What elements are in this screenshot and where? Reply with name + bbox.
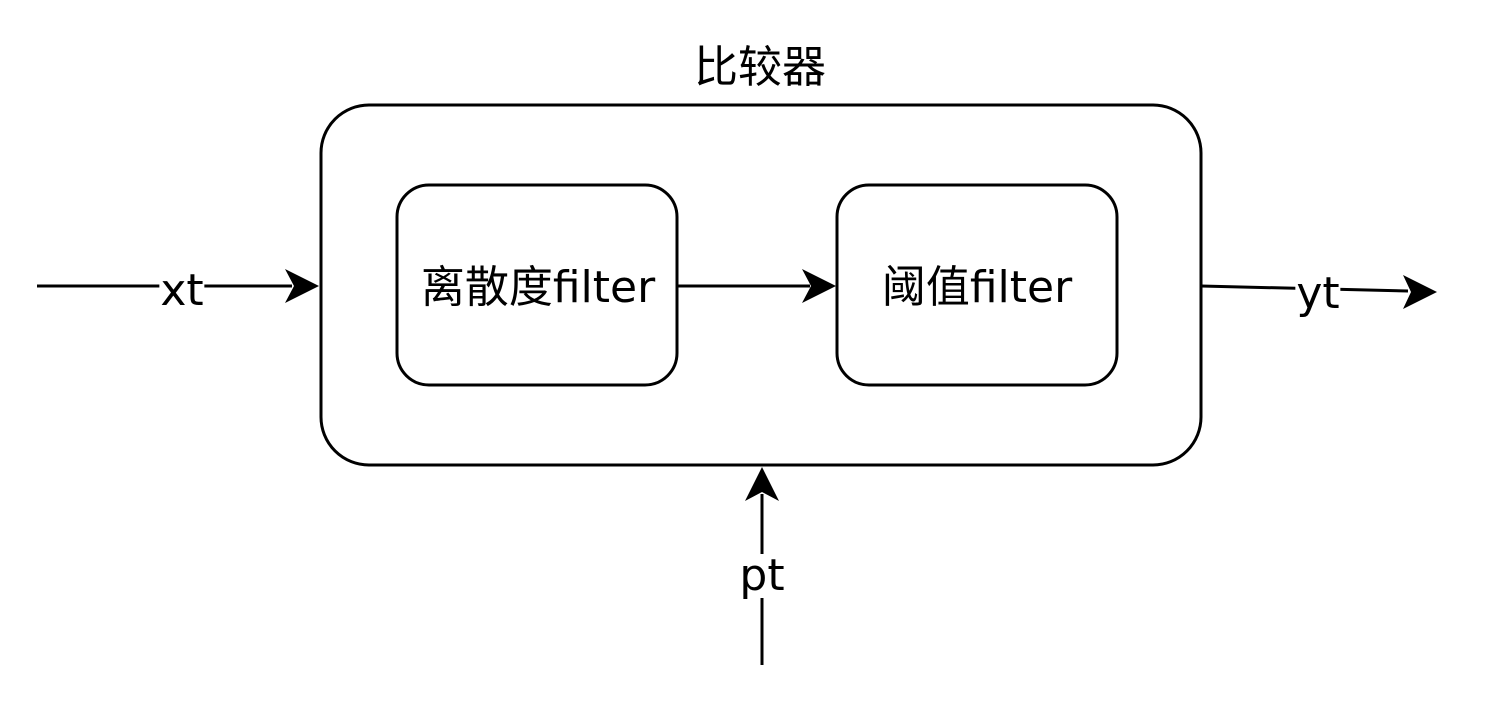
edge-dispersion-to-threshold	[677, 269, 836, 303]
output-yt-label: yt	[1295, 268, 1341, 319]
param-pt-label: pt	[738, 550, 786, 601]
dispersion-filter-label: 离散度filter	[420, 262, 656, 313]
threshold-filter-label: 阈值filter	[881, 262, 1073, 313]
input-xt-label: xt	[159, 265, 205, 316]
comparator-title: 比较器	[694, 42, 826, 93]
threshold-filter-block	[835, 183, 1119, 387]
